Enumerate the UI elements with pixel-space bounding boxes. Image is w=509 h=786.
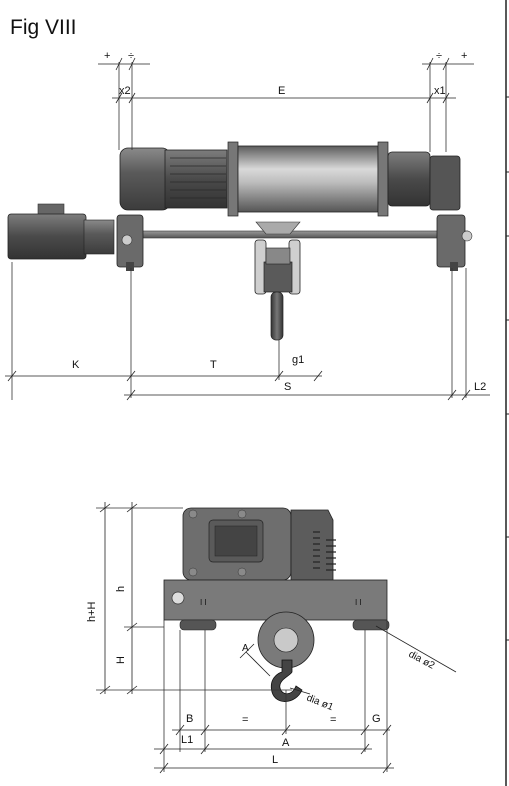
label-A: A xyxy=(282,737,290,749)
hook xyxy=(270,659,303,702)
wheel-right xyxy=(352,619,390,631)
label-E: E xyxy=(278,85,285,97)
hoist-side-view: I I I I xyxy=(163,507,390,702)
label-h: h xyxy=(115,586,127,592)
top-view-dimensions: + ÷ ÷ + x2 E x1 K T g1 S L2 xyxy=(5,50,490,401)
label-hook-A: A xyxy=(242,643,249,654)
label-g1: g1 xyxy=(292,354,304,366)
label-h-plus-H: h+H xyxy=(86,601,98,622)
label-L1: L1 xyxy=(181,734,193,746)
page-border xyxy=(505,0,509,786)
label-x2: x2 xyxy=(119,85,131,97)
label-dia-1: dia ø1 xyxy=(305,693,335,714)
wheel-left xyxy=(179,619,217,631)
tolerance-divide-right: ÷ xyxy=(436,50,442,62)
label-L: L xyxy=(272,754,278,766)
label-K: K xyxy=(72,359,80,371)
hoist-motor xyxy=(119,147,171,211)
rope-drum xyxy=(237,145,379,213)
svg-text:I I: I I xyxy=(200,598,207,607)
tolerance-plus-right: + xyxy=(461,50,467,62)
figure-label: Fig VIII xyxy=(10,16,77,39)
svg-text:I I: I I xyxy=(355,598,362,607)
hoist-top-view xyxy=(7,141,473,341)
label-L2: L2 xyxy=(474,381,486,393)
side-trolley-frame xyxy=(163,579,388,621)
label-B: B xyxy=(186,713,193,725)
label-eq-left: = xyxy=(242,714,248,726)
travel-gearbox xyxy=(83,219,115,255)
label-x1: x1 xyxy=(434,85,446,97)
end-carriage-right xyxy=(436,214,466,268)
label-G: G xyxy=(372,713,381,725)
tolerance-plus-left: + xyxy=(104,50,110,62)
label-eq-right: = xyxy=(330,714,336,726)
rail-beam xyxy=(117,230,469,239)
label-H: H xyxy=(115,656,127,664)
hook-shank xyxy=(270,291,284,341)
travel-motor xyxy=(7,213,87,260)
label-T: T xyxy=(210,359,217,371)
label-S: S xyxy=(284,381,291,393)
hoist-gearbox xyxy=(387,151,431,207)
tolerance-divide-left: ÷ xyxy=(128,50,134,62)
